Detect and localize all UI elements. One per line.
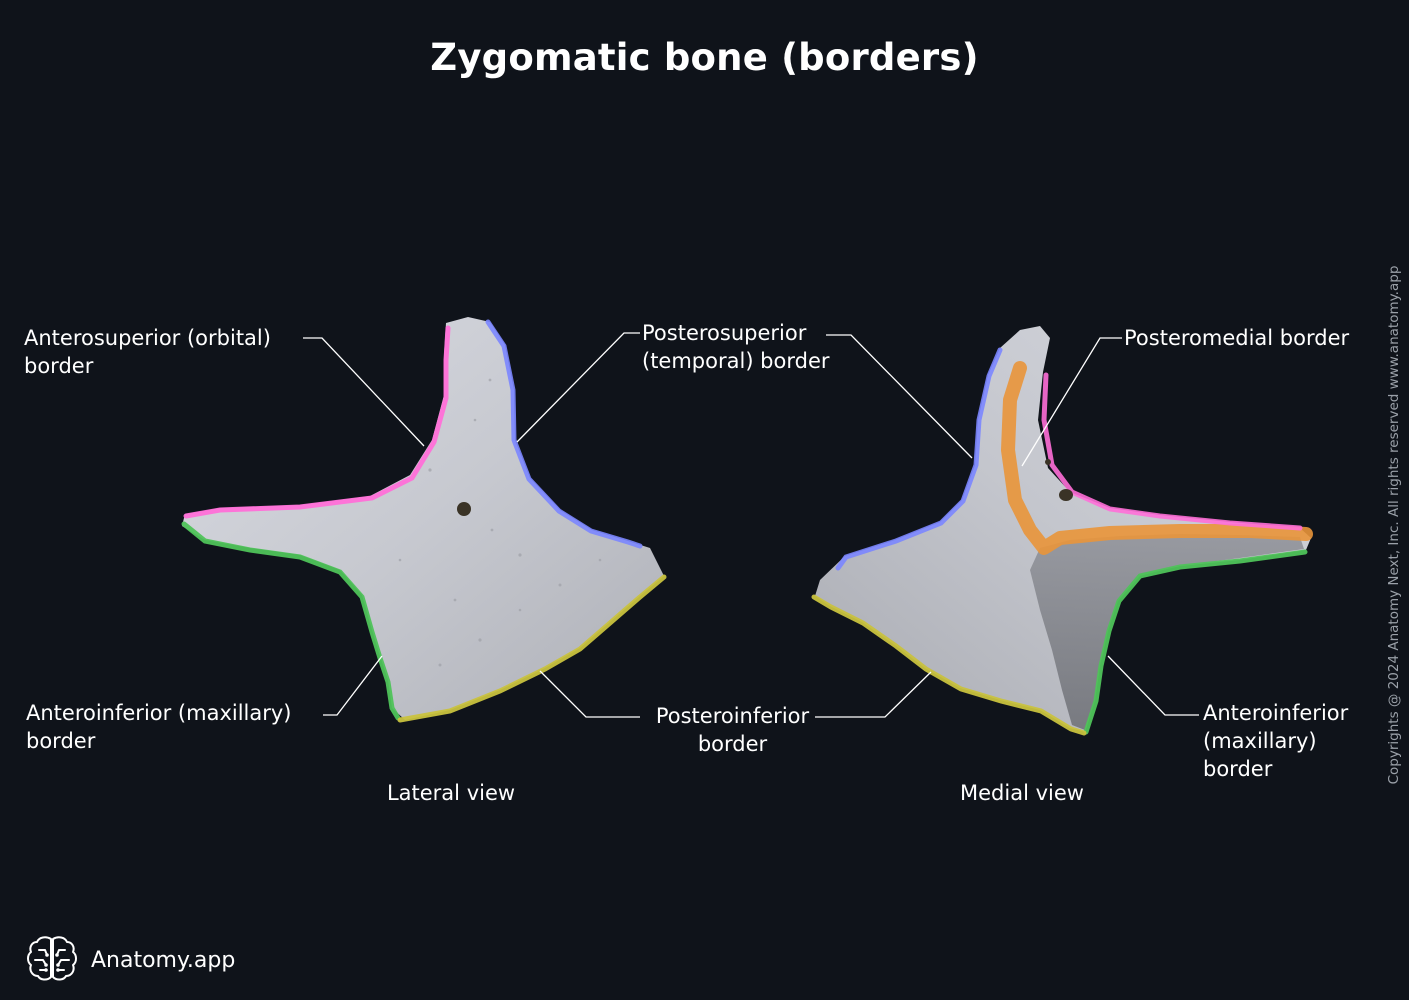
label-anteroinferior-medial: Anteroinferior (maxillary) border	[1203, 701, 1349, 781]
lateral-texture	[398, 378, 602, 667]
medial-view-caption: Medial view	[960, 781, 1084, 805]
medial-posteromedial-border	[1001, 361, 1313, 555]
lateral-posteroinferior-border	[397, 574, 667, 723]
leader-posteroinferior-right	[815, 671, 932, 718]
page-title: Zygomatic bone (borders)	[430, 36, 979, 79]
lateral-posterosuperior-border	[485, 319, 643, 549]
leader-lines	[303, 332, 1199, 718]
leader-posteroinferior-left	[539, 670, 640, 718]
label-posteromedial: Posteromedial border	[1124, 326, 1350, 350]
medial-anteroinferior-border	[1083, 549, 1308, 735]
lateral-anterosuperior-border	[183, 325, 451, 519]
copyright-notice: Copyrights @ 2024 Anatomy Next, Inc. All…	[1386, 265, 1402, 785]
brain-icon	[26, 934, 78, 986]
medial-rough-surface	[1030, 534, 1304, 730]
zygomaticofacial-foramen	[457, 502, 471, 516]
brand-name: Anatomy.app	[91, 947, 236, 973]
label-anterosuperior: Anterosuperior (orbital) border	[24, 326, 271, 378]
lateral-view-caption: Lateral view	[386, 781, 516, 805]
medial-posterosuperior-border	[835, 347, 1003, 571]
medial-posteroinferior-border	[811, 594, 1087, 736]
medial-bone-body	[815, 326, 1311, 732]
leader-anteroinferior-left	[323, 655, 383, 716]
label-posteroinferior: Posteroinferior border	[655, 704, 810, 756]
medial-foramen-1	[1059, 489, 1073, 501]
leader-anteroinferior-right	[1107, 655, 1199, 716]
leader-posteromedial	[1021, 337, 1122, 467]
leader-posterosuperior-right	[826, 334, 973, 459]
medial-view-bone	[811, 326, 1313, 736]
label-posterosuperior: Posterosuperior (temporal) border	[642, 321, 830, 373]
leader-posterosuperior-left	[516, 332, 640, 443]
lateral-anteroinferior-border	[181, 521, 401, 721]
brand-logo[interactable]: Anatomy.app	[26, 934, 235, 986]
medial-foramen-2	[1045, 459, 1051, 465]
lateral-view-bone	[181, 317, 667, 723]
leader-anterosuperior	[303, 337, 425, 447]
label-anteroinferior-lateral: Anteroinferior (maxillary) border	[26, 701, 292, 753]
lateral-bone-body	[182, 317, 664, 720]
